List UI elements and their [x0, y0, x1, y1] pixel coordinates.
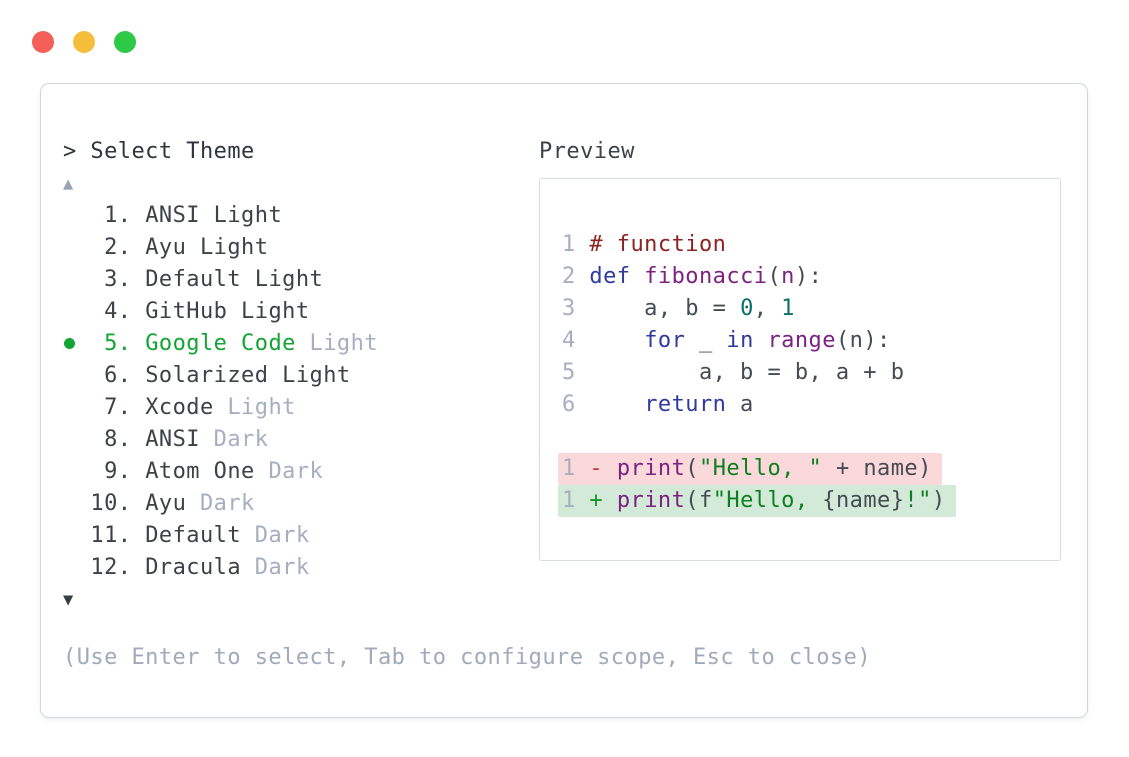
code-line: 3 a, b = 0, 1	[562, 296, 795, 321]
theme-list-column: > Select Theme ▲ 1. ANSI Light 2. Ayu Li…	[63, 136, 872, 674]
code-blank-line	[562, 421, 1052, 453]
theme-item-name: Google Code	[145, 331, 296, 356]
theme-item-number: 1.	[90, 203, 132, 228]
diff-line-removed: 1 - print("Hello, " + name)	[558, 453, 1052, 485]
diff-sign: +	[589, 488, 604, 513]
selection-gutter	[63, 328, 90, 360]
theme-item-number: 5.	[90, 331, 132, 356]
window-controls	[32, 31, 136, 53]
theme-item-variant: Dark	[241, 555, 310, 580]
theme-item-name: GitHub Light	[145, 299, 310, 324]
code-line: 1 # function	[562, 232, 727, 257]
theme-item-6[interactable]: 6. Solarized Light	[63, 360, 539, 392]
theme-item-name: Atom One	[145, 459, 255, 484]
line-number: 4	[562, 328, 576, 353]
theme-item-number: 8.	[90, 427, 132, 452]
theme-item-12[interactable]: 12. Dracula Dark	[63, 552, 539, 584]
line-number: 1	[562, 456, 576, 481]
theme-item-name: Dracula	[145, 555, 242, 580]
theme-item-variant: Light	[213, 395, 296, 420]
traffic-light-close-icon[interactable]	[32, 31, 54, 53]
theme-picker-dialog: > Select Theme ▲ 1. ANSI Light 2. Ayu Li…	[40, 83, 1088, 718]
code-line: 2 def fibonacci(n):	[562, 264, 823, 289]
selected-dot-icon	[64, 338, 75, 349]
code-line: 4 for _ in range(n):	[562, 328, 891, 353]
theme-item-4[interactable]: 4. GitHub Light	[63, 296, 539, 328]
theme-item-number: 2.	[90, 235, 132, 260]
theme-item-number: 10.	[90, 491, 132, 516]
theme-item-number: 7.	[90, 395, 132, 420]
theme-item-variant: Dark	[186, 491, 255, 516]
theme-item-name: ANSI	[145, 427, 200, 452]
scroll-up-icon[interactable]: ▲	[63, 174, 74, 194]
theme-item-2[interactable]: 2. Ayu Light	[63, 232, 539, 264]
theme-item-3[interactable]: 3. Default Light	[63, 264, 539, 296]
theme-item-name: ANSI Light	[145, 203, 283, 228]
diff-line-added: 1 + print(f"Hello, {name}!")	[558, 485, 1052, 517]
select-theme-prompt: > Select Theme	[63, 139, 255, 164]
preview-label: Preview	[539, 139, 635, 164]
theme-item-name: Default	[145, 523, 242, 548]
theme-item-8[interactable]: 8. ANSI Dark	[63, 424, 539, 456]
theme-item-9[interactable]: 9. Atom One Dark	[63, 456, 539, 488]
theme-item-name: Xcode	[145, 395, 214, 420]
traffic-light-minimize-icon[interactable]	[73, 31, 95, 53]
theme-item-variant: Dark	[254, 459, 324, 484]
theme-item-number: 4.	[90, 299, 132, 324]
line-number: 1	[562, 488, 576, 513]
traffic-light-zoom-icon[interactable]	[114, 31, 136, 53]
line-number: 6	[562, 392, 576, 417]
line-number: 3	[562, 296, 576, 321]
code-line: 5 a, b = b, a + b	[562, 360, 905, 385]
theme-item-name: Default Light	[145, 267, 324, 292]
theme-item-variant: Light	[295, 331, 379, 356]
theme-item-number: 3.	[90, 267, 132, 292]
theme-item-10[interactable]: 10. Ayu Dark	[63, 488, 539, 520]
line-number: 1	[562, 232, 576, 257]
theme-item-variant: Dark	[241, 523, 310, 548]
theme-item-number: 12.	[90, 555, 132, 580]
diff-highlight: 1 - print("Hello, " + name)	[558, 453, 942, 485]
theme-item-number: 11.	[90, 523, 132, 548]
theme-item-11[interactable]: 11. Default Dark	[63, 520, 539, 552]
diff-sign: -	[589, 456, 604, 481]
line-number: 2	[562, 264, 576, 289]
theme-item-number: 9.	[90, 459, 132, 484]
preview-column: Preview 1 # function 2 def fibonacci(n): 3…	[539, 136, 1065, 674]
keyboard-hint: (Use Enter to select, Tab to configure s…	[63, 645, 872, 670]
line-number: 5	[562, 360, 576, 385]
theme-item-5[interactable]: 5. Google Code Light	[63, 328, 539, 360]
theme-item-7[interactable]: 7. Xcode Light	[63, 392, 539, 424]
theme-item-name: Ayu Light	[145, 235, 269, 260]
theme-list: 1. ANSI Light 2. Ayu Light 3. Default Li…	[63, 200, 539, 584]
theme-item-name: Solarized Light	[145, 363, 351, 388]
preview-box: 1 # function 2 def fibonacci(n): 3 a, b = …	[539, 178, 1061, 561]
code-line: 6 return a	[562, 392, 754, 417]
scroll-down-icon[interactable]: ▼	[63, 590, 74, 610]
theme-item-1[interactable]: 1. ANSI Light	[63, 200, 539, 232]
diff-highlight: 1 + print(f"Hello, {name}!")	[558, 485, 956, 517]
theme-item-number: 6.	[90, 363, 132, 388]
theme-item-name: Ayu	[145, 491, 187, 516]
theme-item-variant: Dark	[199, 427, 269, 452]
